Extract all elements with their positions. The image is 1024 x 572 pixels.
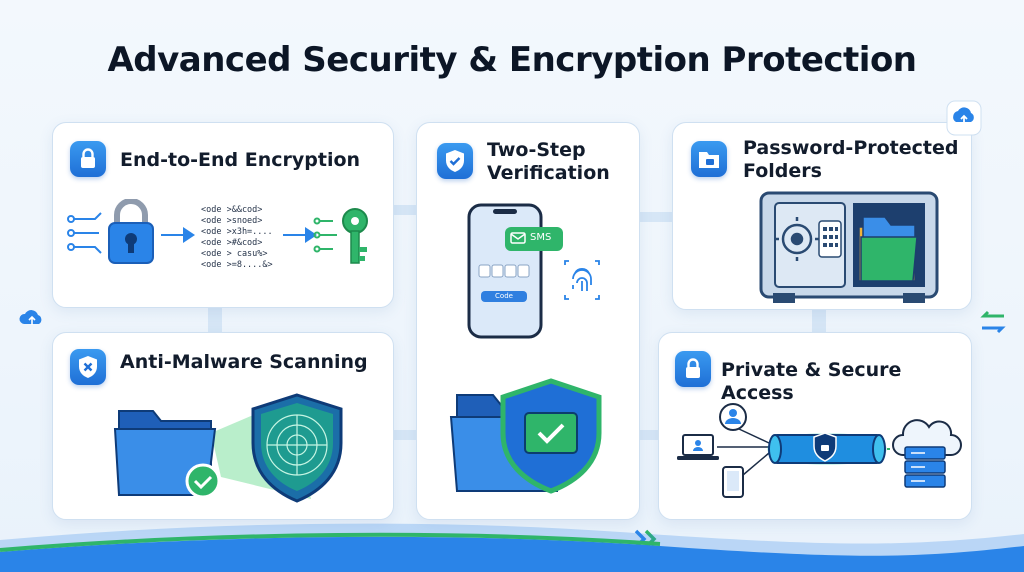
- card-two-step-verification: Two-Step Verification SMS Code: [416, 122, 640, 520]
- card-private-secure-access: Private & Secure Access: [658, 332, 972, 520]
- cloud-upload-icon: [19, 310, 42, 325]
- sync-arrows-icon: [980, 310, 1006, 334]
- cloud-upload-icon: [946, 100, 982, 136]
- card-title-malware: Anti-Malware Scanning: [120, 351, 368, 373]
- lock-icon: [81, 148, 95, 168]
- page-title: Advanced Security & Encryption Protectio…: [107, 40, 917, 80]
- lock-icon: [686, 358, 700, 378]
- bottom-wave-decoration: [0, 523, 1024, 572]
- shield-check-icon: [500, 378, 602, 494]
- laptop-icon: [677, 434, 719, 460]
- shield-x-badge: [70, 349, 106, 385]
- connector-bottom-mid-right: [638, 430, 660, 440]
- folder-lock-icon: [699, 152, 719, 168]
- title-line: Two-Step: [487, 139, 586, 161]
- safe-illustration: [759, 191, 939, 303]
- server-icon: [904, 446, 946, 488]
- mail-icon: [510, 232, 526, 244]
- cipher-line: <ode >snoed>: [201, 216, 263, 226]
- dial-icon: [775, 217, 819, 261]
- tablet-icon: [722, 466, 744, 498]
- fingerprint-icon: [564, 260, 600, 300]
- card-title-access: Private & Secure Access: [721, 359, 902, 404]
- shield-lock-icon: [813, 432, 837, 462]
- cipher-line: <ode > casu%>: [201, 249, 268, 259]
- keypad-icon: [818, 220, 842, 258]
- folder-lock-badge: [691, 141, 727, 177]
- radar-shield-icon: [251, 393, 343, 503]
- title-line: Password-Protected: [743, 137, 959, 159]
- encryption-illustration: [67, 199, 368, 264]
- connector-right-vertical: [812, 308, 826, 334]
- connector-top-mid-right: [638, 212, 672, 222]
- padlock-icon: [108, 199, 154, 264]
- cipher-line: <ode >#&cod>: [201, 238, 263, 248]
- lock-badge: [675, 351, 711, 387]
- phone-illustration: [467, 203, 600, 339]
- connector-top-left-mid: [392, 205, 418, 215]
- connector-bottom-left-mid: [392, 430, 418, 440]
- card-title-encryption: End-to-End Encryption: [120, 149, 361, 171]
- folder-icon: [858, 216, 918, 282]
- sms-message-bubble: SMS: [505, 227, 563, 251]
- sms-label: SMS: [530, 232, 552, 243]
- lock-badge: [70, 141, 106, 177]
- malware-scan-illustration: [113, 393, 343, 503]
- card-title-folders: Password-Protected Folders: [743, 137, 958, 183]
- shield-x-icon: [79, 356, 97, 378]
- shield-check-icon: [446, 150, 464, 172]
- folder-shield-illustration: [449, 378, 602, 494]
- connector-left-vertical: [208, 306, 222, 334]
- card-end-to-end-encryption: End-to-End Encryption: [52, 122, 394, 308]
- title-line: Folders: [743, 160, 822, 182]
- cipher-text-block: <ode >&&cod> <ode >snoed> <ode >x3h=....…: [201, 205, 273, 271]
- card-anti-malware-scanning: Anti-Malware Scanning: [52, 332, 394, 520]
- check-circle-icon: [185, 463, 221, 499]
- card-title-two-step: Two-Step Verification: [487, 139, 610, 185]
- user-icon: [719, 403, 747, 431]
- title-line: Verification: [487, 162, 610, 184]
- code-button[interactable]: Code: [481, 291, 527, 302]
- key-icon: [342, 208, 368, 264]
- secure-tunnel-illustration: [677, 403, 962, 498]
- cipher-line: <ode >x3h=....: [201, 227, 273, 237]
- cipher-line: <ode >=8....&>: [201, 260, 273, 270]
- card-password-protected-folders: Password-Protected Folders: [672, 122, 972, 310]
- cipher-line: <ode >&&cod>: [201, 205, 263, 215]
- shield-check-badge: [437, 143, 473, 179]
